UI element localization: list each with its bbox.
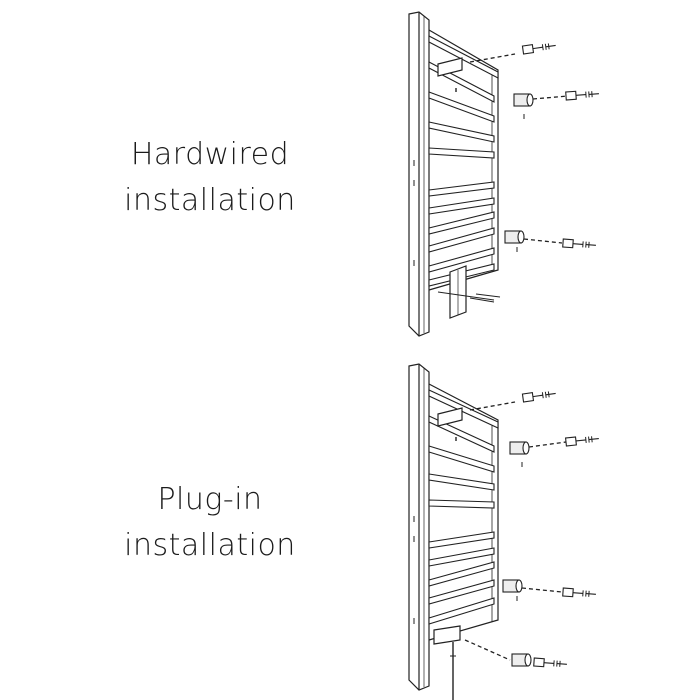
plug-housing xyxy=(433,625,461,645)
rack-right-rail xyxy=(428,383,499,641)
rack-bars xyxy=(428,389,499,625)
plugin-label-line2: installation xyxy=(124,528,296,563)
hardwired-fasteners xyxy=(469,40,600,252)
hardwired-label-line2: installation xyxy=(124,183,296,218)
hardwired-label-line1: Hardwired xyxy=(130,137,290,172)
hardwired-rack xyxy=(408,11,501,337)
plugin-rack xyxy=(408,363,499,700)
plugin-label: Plug-in installation xyxy=(100,477,320,569)
plugin-fasteners xyxy=(464,388,600,669)
plugin-label-line1: Plug-in xyxy=(157,482,263,517)
top-bracket xyxy=(437,407,463,427)
top-bracket xyxy=(437,57,463,77)
hardwired-label: Hardwired installation xyxy=(100,132,320,224)
